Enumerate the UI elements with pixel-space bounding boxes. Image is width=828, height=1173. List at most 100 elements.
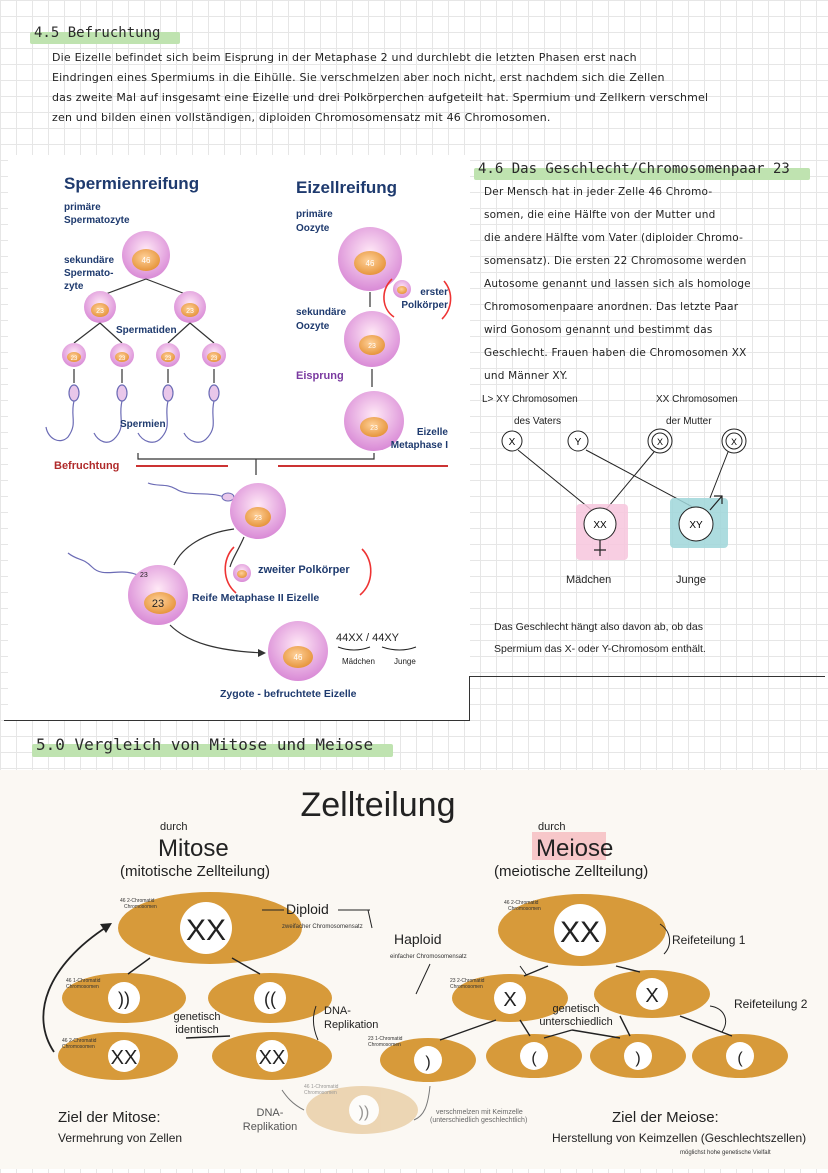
mitosis-split-lines <box>127 957 261 975</box>
mother-x-chromosome: X <box>647 428 673 454</box>
durch-label: durch <box>160 821 188 833</box>
meiosis1-label: Reifeteilung 1 <box>672 933 746 947</box>
arrow-to-zygote <box>169 624 265 654</box>
meiosis-goal-text: Herstellung von Keimzellen (Geschlechtsz… <box>552 1131 806 1145</box>
sex-chromosome-paragraph: Der Mensch hat in jeder Zelle 46 Chromo-… <box>484 181 820 388</box>
replication-link <box>185 1035 231 1039</box>
meiosis-title: Meiose <box>536 835 613 862</box>
paragraph-line: und Männer XY. <box>484 370 568 382</box>
sperm-approach <box>147 482 225 498</box>
svg-text:23: 23 <box>71 356 78 362</box>
mitosis-replicated-cell-left: XX 46 2-Chromatid Chromosomen <box>58 1032 178 1080</box>
first-polar-body <box>393 280 411 298</box>
mitosis-goal-title: Ziel der Mitose: <box>58 1109 161 1126</box>
svg-text:XX: XX <box>593 520 607 531</box>
spermatid-cell: 23 <box>62 343 86 367</box>
section-heading-fertilization: 4.5 Befruchtung <box>30 24 181 44</box>
meiosis1-daughter-cell-right: X <box>594 970 710 1018</box>
paragraph-line: die andere Hälfte vom Vater (diploider C… <box>484 232 744 244</box>
svg-text:): ) <box>425 1054 430 1071</box>
svg-text:Chromosomen: Chromosomen <box>450 984 483 990</box>
spermatid-cell: 23 <box>110 343 134 367</box>
meiosis-highlight <box>532 832 606 860</box>
svg-text:46 2-Chromatid: 46 2-Chromatid <box>62 1038 97 1044</box>
sperms-label: Spermien <box>120 419 166 430</box>
maturation-arrows <box>73 369 215 383</box>
gamete-cell: ) 23 1-Chromatid Chromosomen <box>368 1036 476 1082</box>
svg-text:46: 46 <box>294 653 303 662</box>
svg-text:46: 46 <box>366 259 375 268</box>
svg-text:Chromosomen: Chromosomen <box>124 904 157 910</box>
svg-text:23: 23 <box>186 308 194 315</box>
zygote-label: Zygote - befruchtete Eizelle <box>220 688 357 700</box>
fertilization-label: Befruchtung <box>54 460 119 472</box>
division-arrow <box>102 278 189 296</box>
svg-text:23: 23 <box>211 356 218 362</box>
fertilization-bracket <box>137 453 375 475</box>
mature-egg-label: Reife Metaphase II Eizelle <box>192 592 319 604</box>
fusion-arrow <box>413 1085 431 1121</box>
haploid-label: Haploid <box>394 931 441 947</box>
gamete-cell: ( <box>692 1034 788 1078</box>
zygote-note-boy: Junge <box>394 657 416 666</box>
paragraph-line: zen und bilden einen vollständigen, dipl… <box>52 111 551 124</box>
mitosis-goal-text: Vermehrung von Zellen <box>58 1131 182 1145</box>
cell-division-diagram: Zellteilung durch Mitose (mitotische Zel… <box>42 786 808 1156</box>
svg-text:X: X <box>657 437 663 447</box>
svg-text:Chromosomen: Chromosomen <box>508 906 541 912</box>
xx-chromosome-label: XX Chromosomen <box>656 394 738 405</box>
inheritance-lines <box>517 449 729 513</box>
svg-text:): ) <box>635 1050 640 1067</box>
primary-oocyte-cell: 46 <box>338 227 402 291</box>
svg-text:XX: XX <box>186 914 226 947</box>
svg-text:23: 23 <box>152 598 164 610</box>
arrow-head <box>100 923 112 933</box>
dna-replication-label-lower: DNA-Replikation <box>243 1107 297 1133</box>
meiosis1-daughter-cell-left: X 23 2-Chromatid Chromosomen <box>450 974 568 1022</box>
paragraph-line: Eindringen eines Spermiums in die Eihüll… <box>52 71 665 84</box>
svg-text:X: X <box>731 437 737 447</box>
meiosis2-arrow <box>709 1005 726 1033</box>
mother-x-chromosome: X <box>721 428 747 454</box>
summary-line: Spermium das X- oder Y-Chromosom enthält… <box>494 643 706 655</box>
meiosis2-split-lines <box>439 1015 733 1041</box>
red-bracket <box>359 548 372 596</box>
svg-text:46 2-Chromatid: 46 2-Chromatid <box>120 898 155 904</box>
mitosis-title: Mitose <box>158 835 229 862</box>
svg-text:23 2-Chromatid: 23 2-Chromatid <box>450 978 485 984</box>
ovulation-label: Eisprung <box>296 370 344 382</box>
arrow-to-mature-egg <box>173 528 235 566</box>
svg-text:46 2-Chromatid: 46 2-Chromatid <box>504 900 539 906</box>
spermatids-label: Spermatiden <box>116 325 177 336</box>
fertilized-egg-cell: 23 <box>230 483 286 539</box>
paragraph-line: das zweite Mal auf insgesamt eine Eizell… <box>52 91 709 104</box>
father-y-chromosome: Y <box>567 430 589 452</box>
summary-line: Das Geschlecht hängt also davon ab, ob d… <box>494 621 703 633</box>
male-symbol-icon <box>709 495 723 511</box>
svg-text:Chromosomen: Chromosomen <box>66 984 99 990</box>
diploid-label: Diploid <box>286 901 329 917</box>
svg-text:23: 23 <box>140 572 148 579</box>
meiosis-parent-cell: XX 46 2-Chromatid Chromosomen <box>498 894 666 966</box>
mitosis-cycle-arrow <box>42 925 109 1053</box>
meiosis-subtitle: (meiotische Zellteilung) <box>494 863 648 880</box>
svg-text:46 1-Chromatid: 46 1-Chromatid <box>66 978 101 984</box>
second-polar-body-label: zweiter Polkörper <box>258 564 350 576</box>
paragraph-line: Geschlecht. Frauen haben die Chromosomen… <box>484 347 747 359</box>
sex-inheritance-diagram: L> XY Chromosomen des Vaters XX Chromoso… <box>482 394 747 655</box>
cell-division-figure: Zellteilung durch Mitose (mitotische Zel… <box>0 770 828 1169</box>
red-bracket <box>383 278 395 318</box>
father-x-chromosome: X <box>501 430 523 452</box>
sperm-cells <box>45 384 220 443</box>
svg-text:XY: XY <box>689 520 703 531</box>
xy-chromosome-label: L> XY Chromosomen <box>482 394 578 405</box>
svg-text:23: 23 <box>119 356 126 362</box>
back-replication-arrow <box>281 1089 305 1111</box>
